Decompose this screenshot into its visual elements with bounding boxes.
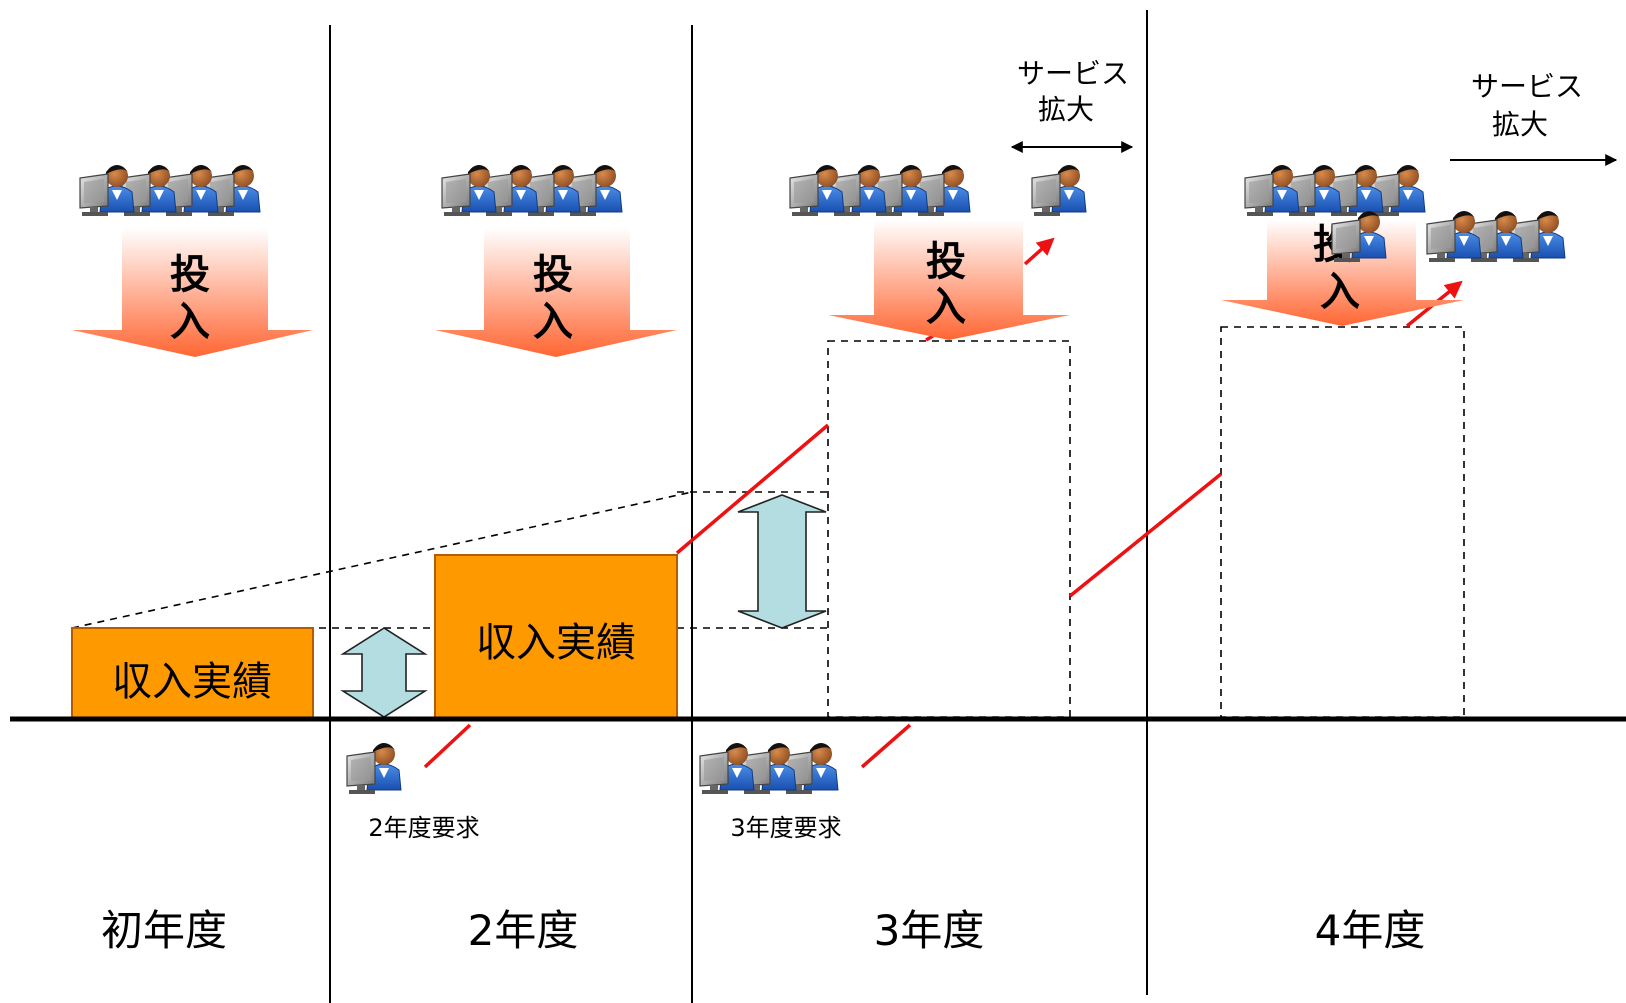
revenue-label-year1: 収入実績 — [112, 659, 272, 705]
service-expansion-year3: サービス 拡大 — [1010, 57, 1134, 153]
period-label-2: 2年度 — [468, 906, 579, 955]
request-label-year3: 3年度要求 — [730, 814, 841, 842]
request-label-year2: 2年度要求 — [368, 814, 479, 842]
period-label-3: 3年度 — [874, 906, 985, 955]
service-expansion-label: 拡大 — [1492, 108, 1548, 141]
investment-arrow-icon — [1221, 220, 1464, 326]
investment-arrow-year2: 投 入 — [435, 228, 677, 357]
service-expansion-label: サービス — [1017, 57, 1129, 90]
service-expansion-label: 拡大 — [1038, 93, 1094, 126]
double-arrow-icon — [737, 494, 827, 629]
investment-label-bottom: 入 — [926, 284, 966, 330]
investment-arrow-icon — [72, 228, 313, 357]
worker-group-icon — [80, 165, 260, 216]
worker-group-icon — [700, 743, 838, 794]
revenue-label-year2: 収入実績 — [476, 620, 636, 666]
double-arrow-icon — [340, 627, 428, 718]
service-expansion-year4: サービス 拡大 — [1450, 70, 1618, 166]
worker-icon — [346, 742, 402, 795]
investment-label-top: 投 — [926, 239, 966, 285]
worker-icon — [1031, 164, 1087, 217]
investment-label-top: 投 — [533, 252, 573, 298]
growth-lines — [423, 237, 1463, 769]
investment-label-bottom: 入 — [170, 299, 210, 345]
worker-group-icon — [1427, 211, 1565, 262]
investment-arrow-icon — [435, 228, 677, 357]
period-label-1: 初年度 — [101, 906, 227, 955]
investment-arrow-year3: 投 入 — [828, 220, 1070, 340]
service-expansion-label: サービス — [1471, 70, 1583, 103]
investment-arrow-icon — [828, 220, 1070, 340]
worker-group-icon — [442, 165, 622, 216]
investment-label-bottom: 入 — [533, 299, 573, 345]
investment-label-top: 投 — [170, 252, 210, 298]
revenue-box-year2 — [434, 554, 678, 719]
worker-group-icon — [790, 165, 970, 216]
revenue-box-year1 — [71, 627, 314, 719]
period-label-4: 4年度 — [1315, 906, 1426, 955]
investment-label-bottom: 入 — [1320, 269, 1360, 315]
worker-group-icon — [1245, 165, 1425, 216]
investment-arrow-year1: 投 入 — [72, 228, 313, 357]
